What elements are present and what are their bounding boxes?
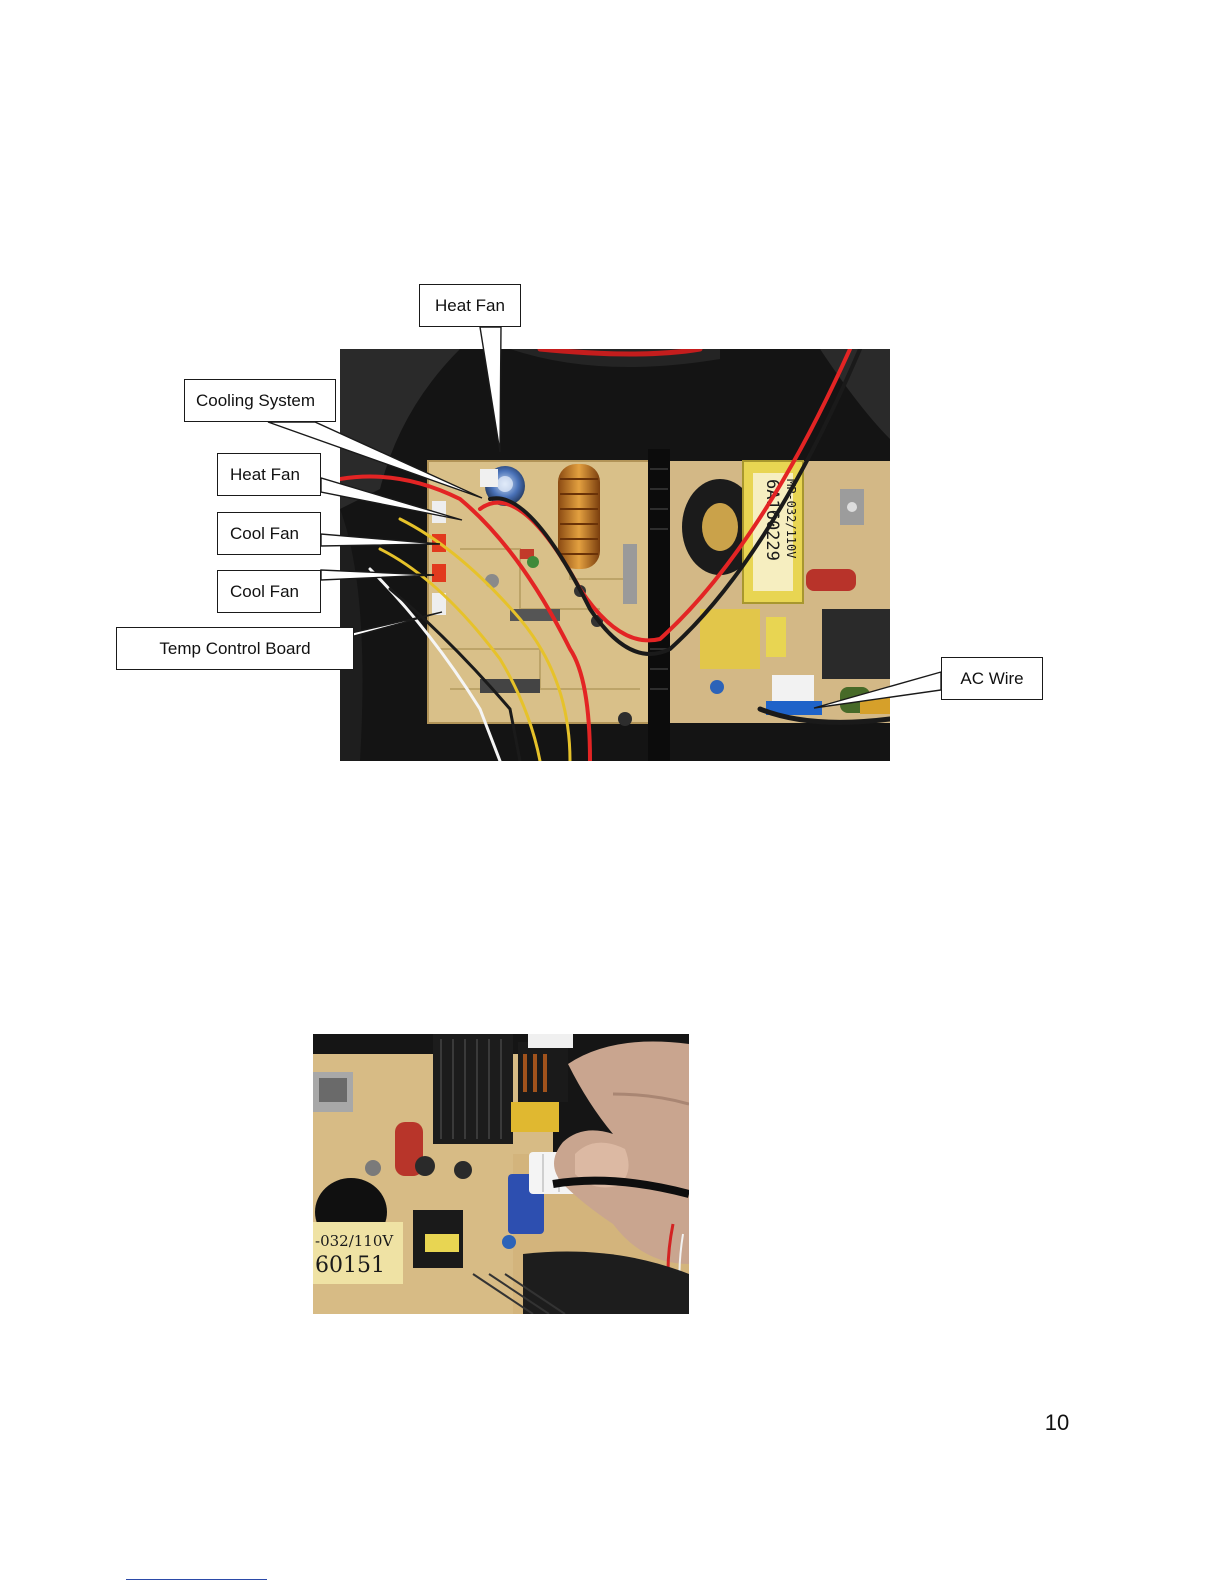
callout-cool-fan-1: Cool Fan	[217, 512, 321, 555]
ac-connector-photo: -032/110V 60151	[313, 1034, 689, 1314]
callout-ac-wire: AC Wire	[941, 657, 1043, 700]
callout-heat-fan-top: Heat Fan	[419, 284, 521, 327]
control-board-illustration: MP-032/110V 6A160229	[340, 349, 890, 761]
transformer-label-line2: 60151	[315, 1253, 385, 1278]
control-board-photo: MP-032/110V 6A160229	[340, 349, 890, 761]
callout-temp-control-board: Temp Control Board	[116, 627, 354, 670]
page-number: 10	[1030, 1410, 1084, 1436]
ac-connector-illustration: -032/110V 60151	[313, 1034, 689, 1314]
callout-heat-fan-left: Heat Fan	[217, 453, 321, 496]
callout-cool-fan-2: Cool Fan	[217, 570, 321, 613]
transformer-label-line1: -032/110V	[315, 1232, 394, 1250]
footnote-separator	[126, 1579, 267, 1580]
callout-cooling-system: Cooling System	[184, 379, 336, 422]
